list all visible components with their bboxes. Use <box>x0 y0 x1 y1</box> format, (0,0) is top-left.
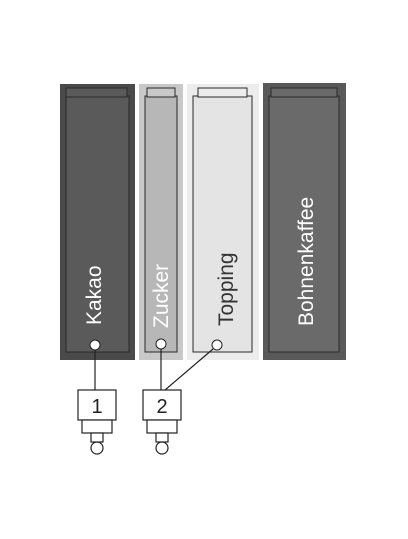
container-zucker-outlet <box>155 338 167 350</box>
container-topping-outlet <box>211 339 223 351</box>
container-bohnenkaffee-label: Bohnenkaffee <box>295 197 318 326</box>
line-topping-to-mixer-2 <box>164 348 214 391</box>
mixer-1-nozzle-stem <box>90 432 104 443</box>
container-kakao-lid <box>65 87 128 98</box>
mixer-2-nozzle-tip <box>155 441 169 455</box>
container-topping-label: Topping <box>215 252 238 326</box>
mixer-2: 2 <box>142 389 182 455</box>
container-topping-body <box>192 95 253 353</box>
container-zucker: Zucker <box>139 84 183 360</box>
container-zucker-label: Zucker <box>150 264 173 328</box>
mixer-2-nozzle-collar <box>146 419 178 434</box>
container-topping-lid <box>197 87 248 98</box>
container-kakao-label: Kakao <box>83 265 106 325</box>
mixer-1-nozzle-collar <box>81 419 113 434</box>
container-zucker-lid <box>146 87 176 98</box>
container-zucker-body <box>144 95 178 353</box>
container-kakao-body <box>65 95 130 353</box>
container-kakao: Kakao <box>60 84 135 360</box>
mixer-2-label: 2 <box>156 396 167 418</box>
container-topping: Topping <box>187 84 259 360</box>
mixer-1-nozzle-tip <box>90 441 104 455</box>
container-bohnenkaffee: Bohnenkaffee <box>263 83 346 360</box>
mixer-2-nozzle-stem <box>155 432 169 443</box>
connection-lines <box>94 348 214 391</box>
mixer-1-label: 1 <box>91 396 102 418</box>
container-bohnenkaffee-lid <box>270 87 338 98</box>
mixer-1: 1 <box>77 389 117 455</box>
container-kakao-outlet <box>89 339 101 351</box>
